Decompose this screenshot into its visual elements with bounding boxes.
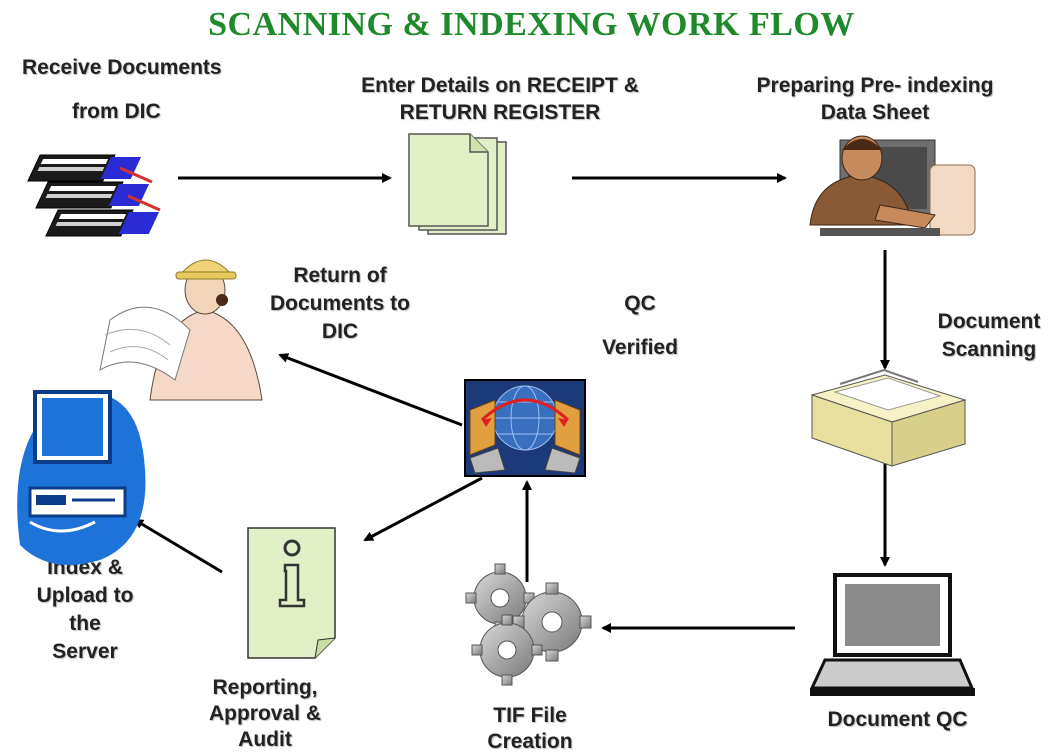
label-receive-line1: Receive Documents: [22, 56, 222, 79]
label-tif-line2: Creation: [487, 730, 573, 753]
label-report-line3: Audit: [238, 728, 292, 751]
label-report-line1: Reporting,: [212, 676, 318, 699]
stacked-documents-icon: [27, 154, 161, 237]
arrow-report-to-upload: [133, 518, 223, 574]
desktop-computer-icon: [17, 390, 146, 565]
label-return-line1: Return of: [293, 264, 387, 287]
label-enter-line2: RETURN REGISTER: [399, 101, 601, 124]
label-upload-line2: Upload to: [36, 584, 134, 607]
arrow-verified-to-return: [278, 353, 463, 427]
label-report-line2: Approval &: [208, 702, 321, 725]
label-upload-line4: Server: [52, 640, 118, 663]
label-upload-line3: the: [69, 612, 101, 635]
label-prepare-line2: Data Sheet: [820, 101, 930, 124]
network-globe-icon: [464, 379, 586, 477]
scanner-icon: [810, 368, 967, 467]
diagram-title: SCANNING & INDEXING WORK FLOW: [208, 6, 855, 43]
laptop-icon: [809, 573, 975, 696]
label-tif-line1: TIF File: [493, 704, 567, 727]
worker-with-plans-icon: [99, 259, 263, 401]
label-scan-line2: Scanning: [941, 338, 1037, 361]
info-document-icon: [247, 527, 336, 659]
label-qc: Document QC: [827, 708, 968, 731]
label-prepare-line1: Preparing Pre- indexing: [756, 74, 994, 97]
label-verified-line2: Verified: [602, 336, 678, 359]
label-verified-line1: QC: [624, 292, 656, 315]
gears-icon: [465, 563, 592, 686]
paper-stack-icon: [408, 133, 507, 235]
arrow-verified-to-report: [363, 476, 483, 542]
label-return-line2: Documents to: [269, 292, 410, 315]
label-return-line3: DIC: [321, 320, 359, 343]
label-receive-line2: from DIC: [72, 100, 161, 123]
person-at-computer-icon: [809, 135, 976, 236]
label-enter-line1: Enter Details on RECEIPT &: [361, 74, 639, 97]
label-scan-line1: Document: [937, 310, 1041, 333]
